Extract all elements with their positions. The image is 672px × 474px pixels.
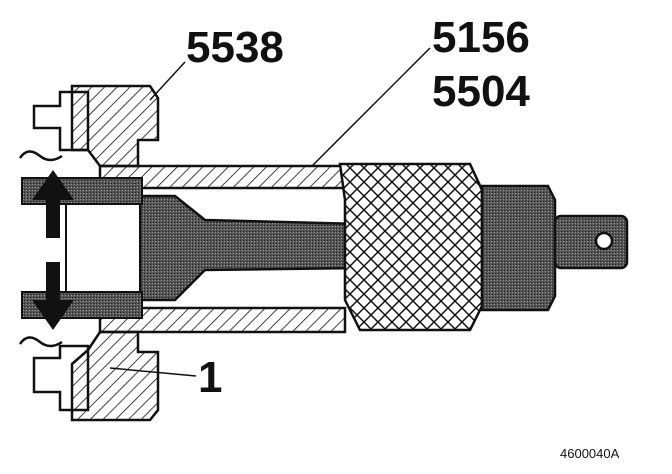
label-5156: 5156: [432, 13, 530, 62]
hex-body: [480, 184, 557, 312]
handle-hole: [594, 231, 614, 251]
flange-upper: [70, 84, 160, 168]
knurled-nut: [338, 162, 484, 332]
arrow-up-icon: [32, 170, 74, 238]
seal-upper: [32, 90, 90, 152]
leader-5538: [149, 61, 186, 101]
leader-5156: [311, 47, 431, 167]
sleeve-lower-wall: [98, 306, 347, 334]
bore-cavity: [65, 203, 141, 295]
handle-bar: [553, 214, 629, 270]
figure-reference: 4600040A: [560, 446, 620, 461]
flange-lower: [70, 330, 160, 422]
arrow-down-icon: [32, 262, 74, 330]
inner-screw-body: [138, 194, 362, 302]
label-5504: 5504: [432, 67, 530, 116]
label-1: 1: [198, 353, 222, 402]
label-5538: 5538: [186, 23, 284, 72]
seal-lower: [32, 344, 90, 412]
clip-lower: [18, 336, 63, 348]
leader-1: [109, 367, 197, 377]
clip-upper: [18, 150, 63, 162]
